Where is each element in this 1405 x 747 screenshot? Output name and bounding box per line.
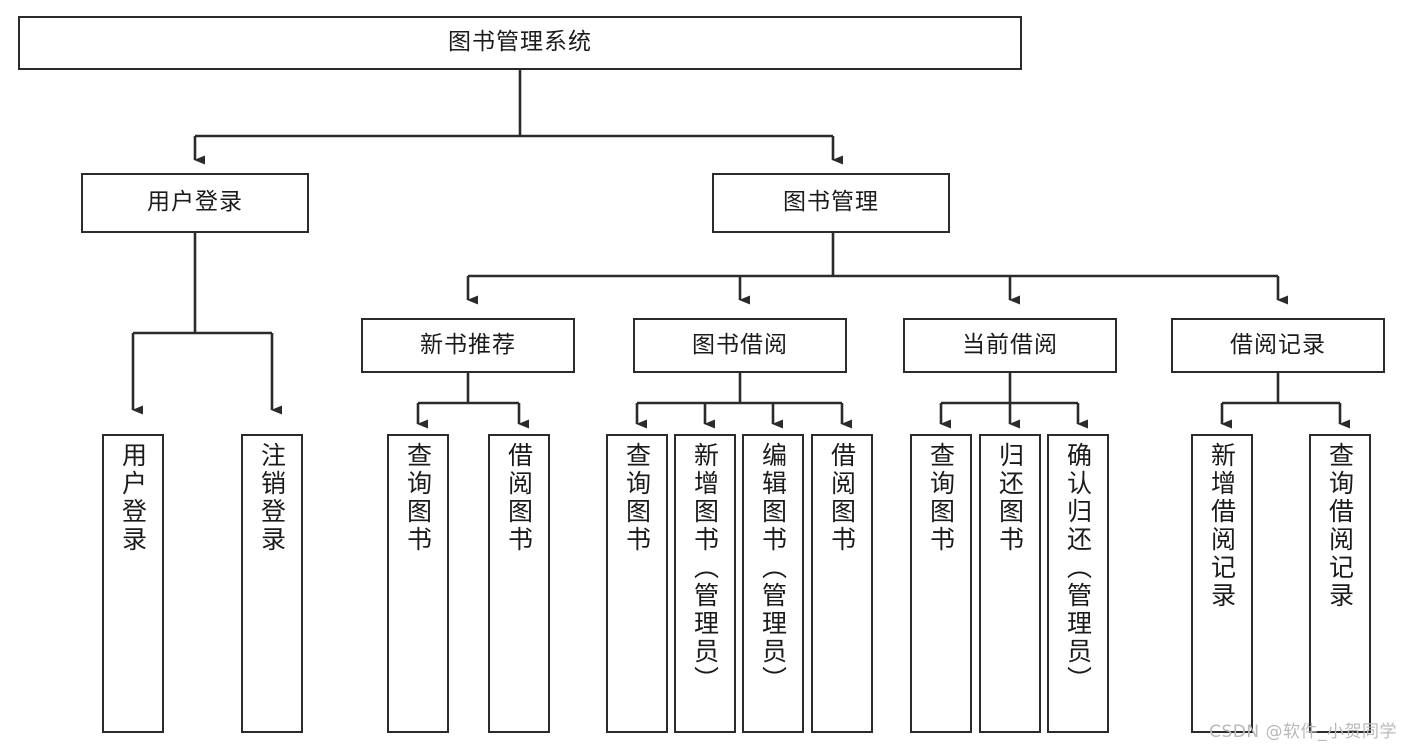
- leaf-borrow-book-1[interactable]: 借阅图书: [488, 434, 550, 733]
- leaf-query-record-label: 查询借阅记录: [1325, 442, 1355, 610]
- leaf-confirm-return-label: 确认归还（管理员）: [1063, 442, 1093, 694]
- leaf-query-book-3[interactable]: 查询图书: [910, 434, 972, 733]
- leaf-query-record[interactable]: 查询借阅记录: [1309, 434, 1371, 733]
- node-user-login[interactable]: 用户登录: [81, 173, 309, 233]
- node-book-borrow[interactable]: 图书借阅: [633, 318, 847, 373]
- node-new-book-recommend[interactable]: 新书推荐: [361, 318, 575, 373]
- node-root[interactable]: 图书管理系统: [18, 16, 1022, 70]
- leaf-query-book-3-label: 查询图书: [926, 442, 956, 554]
- leaf-user-login[interactable]: 用户登录: [102, 434, 164, 733]
- leaf-add-record-label: 新增借阅记录: [1207, 442, 1237, 610]
- leaf-return-book-label: 归还图书: [995, 442, 1025, 554]
- node-borrow-record-label: 借阅记录: [1230, 331, 1326, 358]
- leaf-edit-book[interactable]: 编辑图书（管理员）: [742, 434, 804, 733]
- node-book-borrow-label: 图书借阅: [692, 331, 788, 358]
- leaf-borrow-book-1-label: 借阅图书: [504, 442, 534, 554]
- node-book-manage[interactable]: 图书管理: [712, 173, 950, 233]
- node-current-borrow-label: 当前借阅: [962, 331, 1058, 358]
- leaf-user-login-label: 用户登录: [118, 442, 148, 554]
- watermark-text: CSDN @软件_小贺同学: [1209, 722, 1397, 742]
- node-borrow-record[interactable]: 借阅记录: [1171, 318, 1385, 373]
- node-current-borrow[interactable]: 当前借阅: [903, 318, 1117, 373]
- leaf-logout-login[interactable]: 注销登录: [241, 434, 303, 733]
- leaf-borrow-book-2[interactable]: 借阅图书: [811, 434, 873, 733]
- node-new-book-recommend-label: 新书推荐: [420, 331, 516, 358]
- leaf-add-book-label: 新增图书（管理员）: [690, 442, 720, 694]
- leaf-edit-book-label: 编辑图书（管理员）: [758, 442, 788, 694]
- node-book-manage-label: 图书管理: [783, 189, 879, 216]
- leaf-query-book-2-label: 查询图书: [622, 442, 652, 554]
- leaf-query-book-2[interactable]: 查询图书: [606, 434, 668, 733]
- leaf-logout-login-label: 注销登录: [257, 442, 287, 554]
- leaf-query-book-1-label: 查询图书: [403, 442, 433, 554]
- node-user-login-label: 用户登录: [147, 189, 243, 216]
- leaf-query-book-1[interactable]: 查询图书: [387, 434, 449, 733]
- leaf-add-record[interactable]: 新增借阅记录: [1191, 434, 1253, 733]
- leaf-confirm-return[interactable]: 确认归还（管理员）: [1047, 434, 1109, 733]
- leaf-borrow-book-2-label: 借阅图书: [827, 442, 857, 554]
- leaf-add-book[interactable]: 新增图书（管理员）: [674, 434, 736, 733]
- node-root-label: 图书管理系统: [448, 29, 592, 56]
- leaf-return-book[interactable]: 归还图书: [979, 434, 1041, 733]
